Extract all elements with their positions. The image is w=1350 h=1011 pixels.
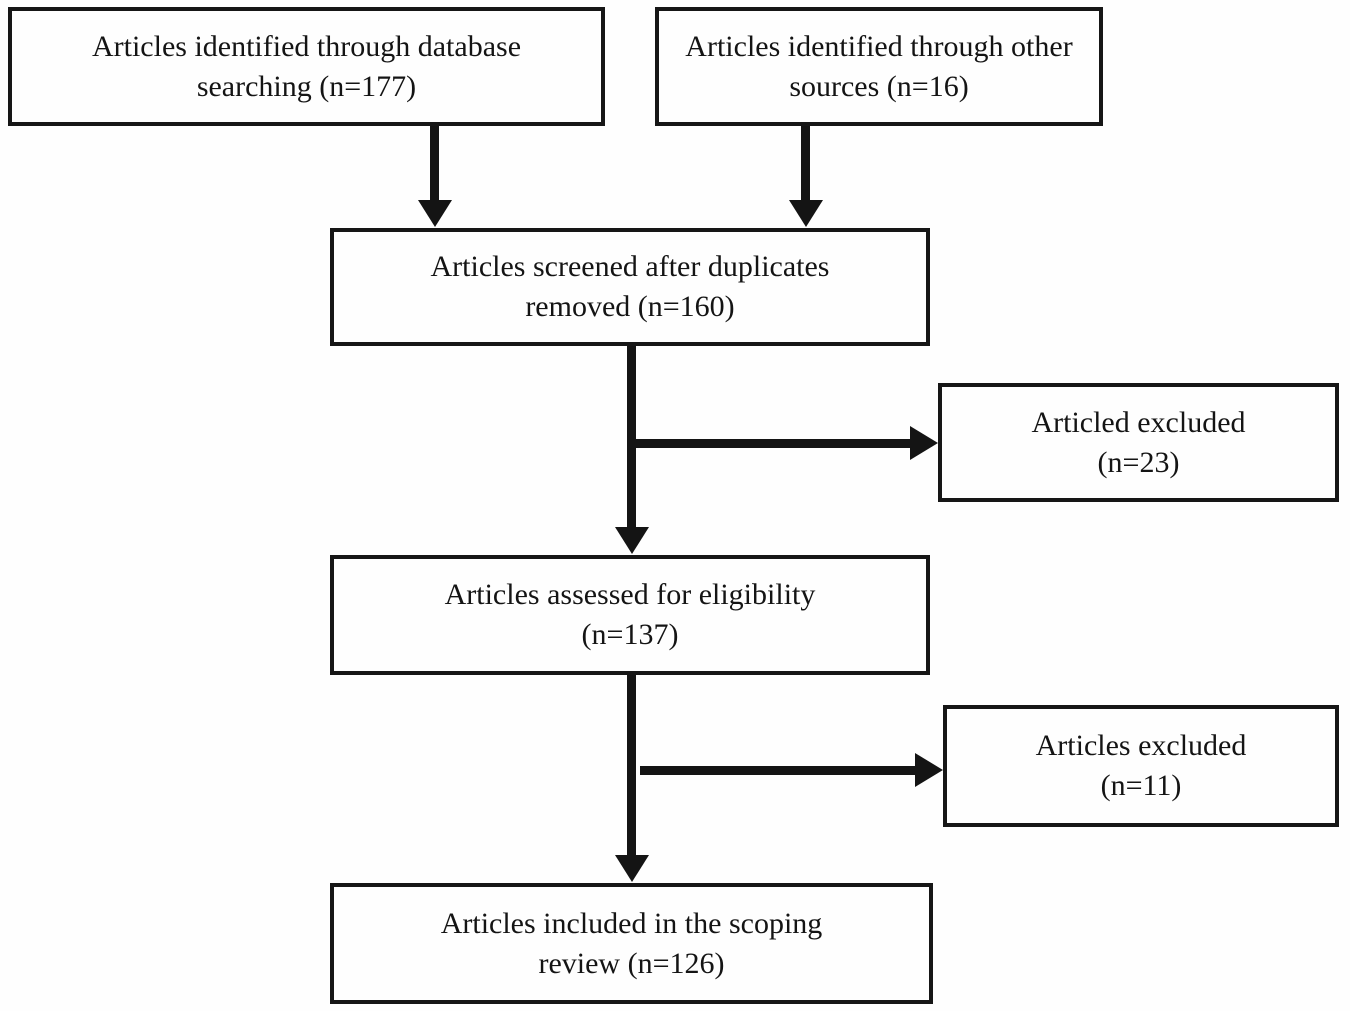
- box-screened: Articles screened after duplicates remov…: [330, 228, 930, 346]
- box-included-review: Articles included in the scoping review …: [330, 883, 933, 1004]
- arrow-assessed-to-excluded-shaft: [640, 766, 915, 775]
- box-excluded-eligibility: Articles excluded (n=11): [943, 705, 1339, 827]
- arrow-other-to-screened-shaft: [801, 125, 810, 201]
- box-identified-database-label: Articles identified through database sea…: [91, 29, 522, 103]
- arrow-screened-to-assessed-shaft: [627, 345, 636, 528]
- box-excluded-screening-label: Articled excluded (n=23): [1031, 405, 1246, 479]
- box-identified-other: Articles identified through other source…: [655, 7, 1103, 126]
- arrow-screened-to-excluded-head-icon: [910, 426, 938, 460]
- box-excluded-eligibility-label: Articles excluded (n=11): [1035, 729, 1247, 802]
- box-assessed-eligibility-label: Articles assessed for eligibility (n=137…: [444, 578, 816, 651]
- box-included-review-label: Articles included in the scoping review …: [440, 906, 823, 980]
- arrow-assessed-to-included-shaft: [627, 675, 636, 856]
- arrow-database-to-screened-head-icon: [418, 200, 452, 227]
- box-identified-other-label: Articles identified through other source…: [685, 29, 1073, 103]
- arrow-screened-to-assessed-head-icon: [615, 527, 649, 554]
- box-excluded-screening: Articled excluded (n=23): [938, 383, 1339, 502]
- box-assessed-eligibility: Articles assessed for eligibility (n=137…: [330, 555, 930, 675]
- box-identified-database: Articles identified through database sea…: [8, 7, 605, 126]
- arrow-database-to-screened-shaft: [430, 125, 439, 201]
- box-screened-label: Articles screened after duplicates remov…: [430, 250, 830, 323]
- arrow-other-to-screened-head-icon: [789, 200, 823, 227]
- arrow-screened-to-excluded-shaft: [632, 439, 912, 448]
- arrow-assessed-to-excluded-head-icon: [915, 753, 943, 787]
- arrow-assessed-to-included-head-icon: [615, 855, 649, 882]
